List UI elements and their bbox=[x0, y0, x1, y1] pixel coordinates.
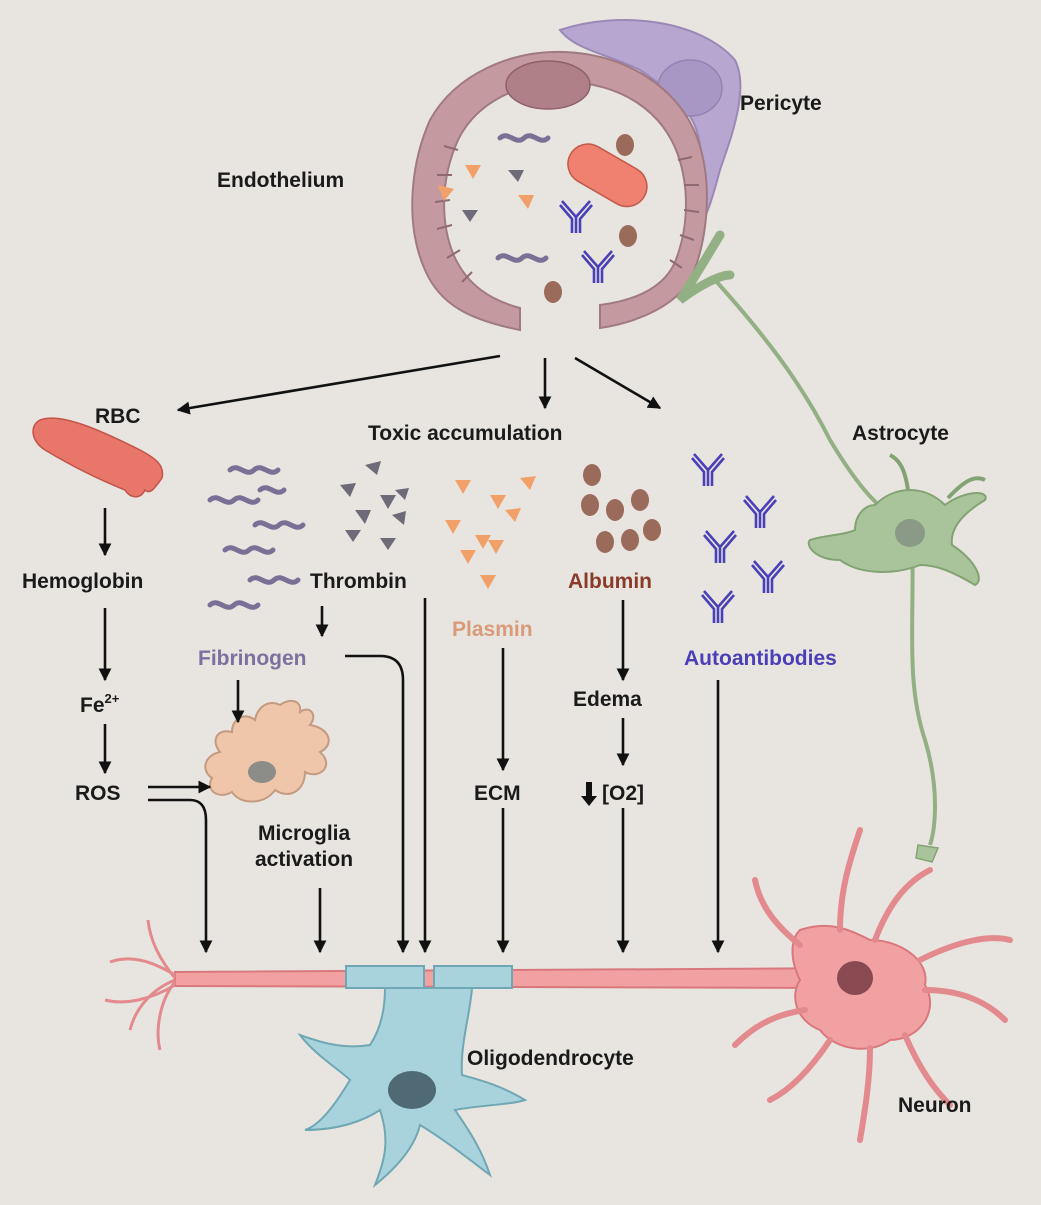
plasmin-cluster bbox=[445, 476, 536, 589]
label-ros: ROS bbox=[75, 782, 121, 805]
label-astrocyte: Astrocyte bbox=[852, 422, 949, 445]
vessel-contents bbox=[438, 133, 648, 303]
label-edema: Edema bbox=[573, 688, 642, 711]
label-ecm: ECM bbox=[474, 782, 521, 805]
label-neuron: Neuron bbox=[898, 1094, 972, 1117]
label-albumin: Albumin bbox=[568, 570, 652, 593]
label-rbc: RBC bbox=[95, 405, 141, 428]
label-autoantibodies: Autoantibodies bbox=[684, 647, 837, 670]
arrows bbox=[98, 354, 725, 954]
label-toxic-accumulation: Toxic accumulation bbox=[368, 422, 563, 445]
astrocyte-cell bbox=[676, 230, 987, 863]
rbc-cell bbox=[32, 417, 164, 498]
label-hemoglobin: Hemoglobin bbox=[22, 570, 143, 593]
albumin-cluster bbox=[581, 464, 661, 553]
label-microglia-line1: Microglia bbox=[258, 822, 351, 845]
pericyte-cell bbox=[558, 19, 742, 242]
label-o2: [O2] bbox=[602, 782, 644, 805]
label-microglia-line2: activation bbox=[255, 848, 353, 871]
label-oligodendrocyte: Oligodendrocyte bbox=[467, 1047, 634, 1070]
label-fibrinogen: Fibrinogen bbox=[198, 647, 307, 670]
endothelium-vessel bbox=[411, 50, 708, 332]
neuron-cell bbox=[104, 827, 1013, 1143]
oligodendrocyte-cell bbox=[297, 965, 528, 1189]
thrombin-cluster bbox=[340, 461, 409, 550]
label-fe: Fe2+ bbox=[80, 691, 120, 717]
down-arrow-icon bbox=[581, 782, 597, 806]
label-endothelium: Endothelium bbox=[217, 169, 344, 192]
microglia-cell bbox=[204, 699, 330, 803]
label-pericyte: Pericyte bbox=[740, 92, 822, 115]
label-plasmin: Plasmin bbox=[452, 618, 533, 641]
label-thrombin: Thrombin bbox=[310, 570, 407, 593]
fibrinogen-cluster bbox=[207, 465, 306, 610]
labels: Endothelium Pericyte RBC Toxic accumulat… bbox=[22, 92, 972, 1117]
autoantibodies-cluster bbox=[690, 452, 786, 625]
